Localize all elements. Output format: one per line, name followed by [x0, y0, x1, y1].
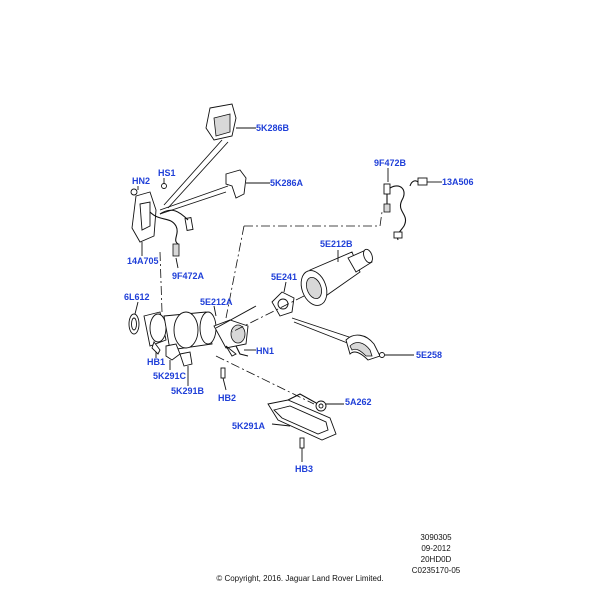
mounting-bracket-lower[interactable] [267, 393, 344, 462]
oxygen-sensor-a[interactable] [149, 209, 194, 269]
drawing-id: C0235170-05 [411, 566, 461, 575]
copyright-notice: © Copyright, 2016. Jaguar Land Rover Lim… [216, 574, 384, 583]
heat-shield-lower[interactable] [345, 334, 414, 361]
catalytic-converter-downstream[interactable] [297, 248, 375, 309]
catalytic-converter-upstream[interactable] [143, 305, 257, 351]
heat-shield-upper[interactable] [205, 103, 256, 141]
gasket[interactable] [271, 281, 295, 317]
connector-13A506[interactable] [409, 177, 442, 187]
date-code: 09-2012 [421, 544, 451, 553]
model-code: 20HD0D [420, 555, 452, 564]
ref-number: 3090305 [420, 533, 452, 542]
bracket-5K291C[interactable] [165, 343, 181, 370]
bracket-5K291B[interactable] [179, 351, 193, 386]
gasket-ring[interactable] [128, 301, 140, 335]
heat-shield-bracket[interactable] [225, 169, 270, 199]
oxygen-sensor-b[interactable] [383, 168, 406, 241]
sensor-bracket[interactable] [130, 183, 167, 243]
bolt-HB2[interactable] [220, 367, 227, 391]
stud-HB1[interactable] [151, 341, 161, 358]
